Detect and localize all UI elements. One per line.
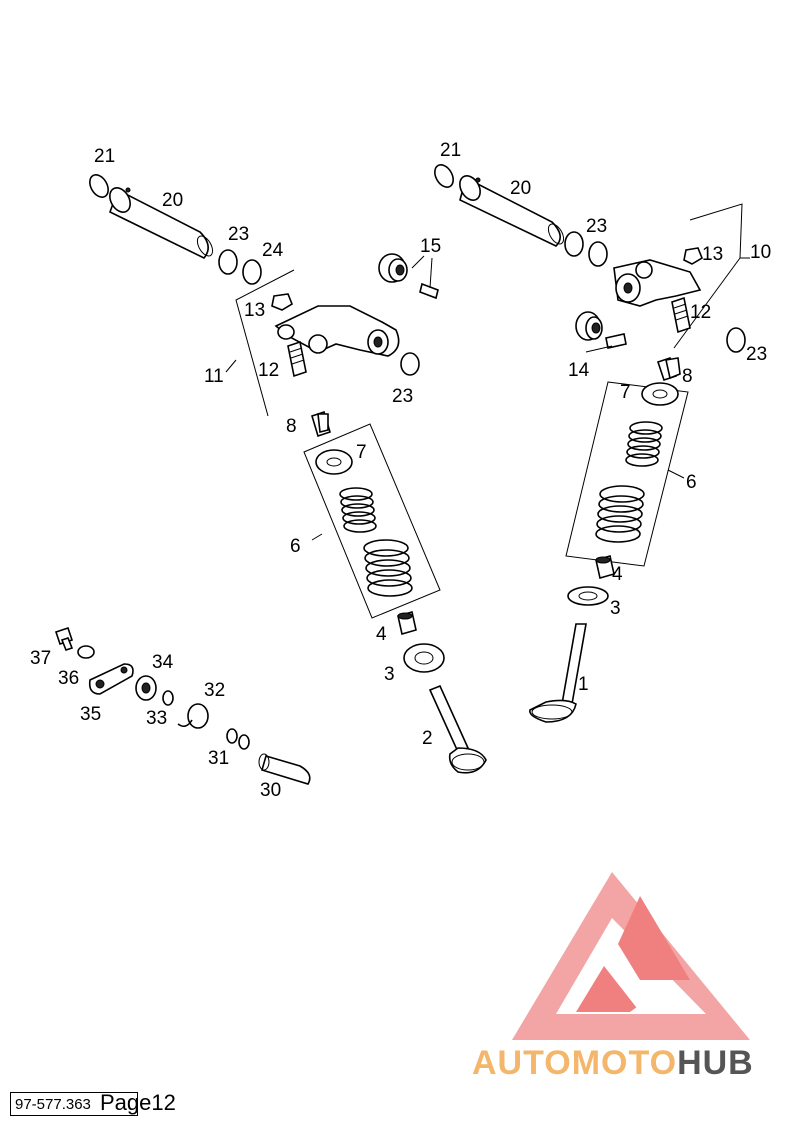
label-31: 31: [208, 748, 229, 769]
label-2: 2: [422, 728, 433, 749]
inner-spring-right: [625, 421, 663, 467]
label-3-left: 3: [384, 664, 395, 685]
outer-spring-right: [595, 485, 645, 543]
label-20-left: 20: [162, 190, 183, 211]
label-36: 36: [58, 668, 79, 689]
label-13-left: 13: [244, 300, 265, 321]
washer-23-right-top-a: [564, 231, 584, 257]
rocker-arm-left: [274, 305, 400, 357]
automotohub-logo: [512, 872, 750, 1040]
label-37: 37: [30, 648, 51, 669]
label-23-left-top: 23: [228, 224, 249, 245]
washer-24: [242, 259, 262, 285]
label-33: 33: [146, 708, 167, 729]
label-4-right: 4: [612, 564, 623, 585]
washer-23-right-bottom: [726, 327, 746, 353]
spring-retainer-7-right: [641, 382, 679, 406]
label-21-right: 21: [440, 140, 461, 161]
label-34: 34: [152, 652, 174, 673]
spring-32: [177, 703, 209, 729]
label-3-right: 3: [610, 598, 621, 619]
valve-seal-4-left: [397, 610, 417, 636]
label-20-right: 20: [510, 178, 531, 199]
bracket-11: [235, 269, 295, 417]
label-15: 15: [420, 236, 441, 257]
label-23-right-top: 23: [586, 216, 607, 237]
spring-kit-frame-6-left: [303, 423, 441, 619]
rocker-shaft-20-left: [109, 187, 214, 259]
outer-spring-left: [363, 539, 413, 597]
label-21-left: 21: [94, 146, 115, 167]
bushing-34: [135, 675, 157, 701]
label-32: 32: [204, 680, 225, 701]
nut-13-left: [271, 293, 293, 311]
document-code: 97-577.363: [10, 1092, 138, 1116]
label-12-left: 12: [258, 360, 279, 381]
washer-23-right-top-b: [588, 241, 608, 267]
washer-36: [77, 645, 95, 659]
label-11: 11: [204, 366, 224, 387]
shaft-30: [258, 753, 311, 785]
label-7-left: 7: [356, 442, 367, 463]
adjust-screw-12-left: [287, 340, 307, 378]
label-13-right: 13: [702, 244, 723, 265]
label-23-left-bottom: 23: [392, 386, 413, 407]
nut-13-right: [683, 247, 703, 265]
label-8-right: 8: [682, 366, 693, 387]
spring-seat-3-right: [567, 586, 609, 606]
label-12-right: 12: [690, 302, 711, 323]
label-6-right: 6: [686, 472, 697, 493]
o-ring-31b: [238, 734, 250, 750]
valve-keepers-8-left: [311, 410, 331, 438]
spring-retainer-7-left: [315, 449, 353, 475]
o-ring-33: [162, 690, 174, 706]
spring-kit-frame-6-right: [565, 381, 689, 567]
label-14: 14: [568, 360, 590, 381]
valve-2: [428, 684, 487, 774]
o-ring-21-left: [89, 174, 109, 198]
label-8-left: 8: [286, 416, 297, 437]
label-10: 10: [750, 242, 771, 263]
washer-23-left-top: [218, 249, 238, 275]
label-4-left: 4: [376, 624, 387, 645]
label-35: 35: [80, 704, 101, 725]
o-ring-31a: [226, 728, 238, 744]
rocker-shaft-20-right: [459, 175, 565, 247]
label-23-right-bottom: 23: [746, 344, 767, 365]
spring-seat-3-left: [403, 643, 445, 673]
inner-spring-left: [339, 487, 377, 533]
label-1: 1: [578, 674, 589, 695]
label-7-right: 7: [620, 382, 631, 403]
brand-automoto: AUTOMOTO: [472, 1044, 678, 1082]
bracket-10: [689, 203, 750, 259]
label-30: 30: [260, 780, 281, 801]
adjust-screw-12-right: [671, 296, 691, 334]
valve-seal-4-right: [595, 554, 615, 580]
roller-bearing-14: [575, 311, 627, 353]
page-number: Page12: [100, 1090, 176, 1115]
label-6-left: 6: [290, 536, 301, 557]
label-24: 24: [262, 240, 284, 261]
leader-lines: [311, 255, 685, 541]
o-ring-21-right: [434, 164, 454, 188]
lever-35: [88, 663, 134, 695]
valve-keepers-8-right: [656, 356, 681, 382]
part-number-labels: 21 20 23 24 15 13 11 12 23 8 7 6 4 3 2 2…: [30, 140, 771, 801]
screw-37: [54, 626, 74, 651]
roller-bearing-15: [378, 253, 439, 300]
watermark-brand: AUTOMOTOHUB: [472, 1044, 754, 1083]
rocker-arm-right: [613, 259, 702, 307]
washer-23-left-bottom: [400, 352, 420, 376]
valve-1: [529, 623, 587, 723]
brand-hub: HUB: [677, 1044, 754, 1082]
